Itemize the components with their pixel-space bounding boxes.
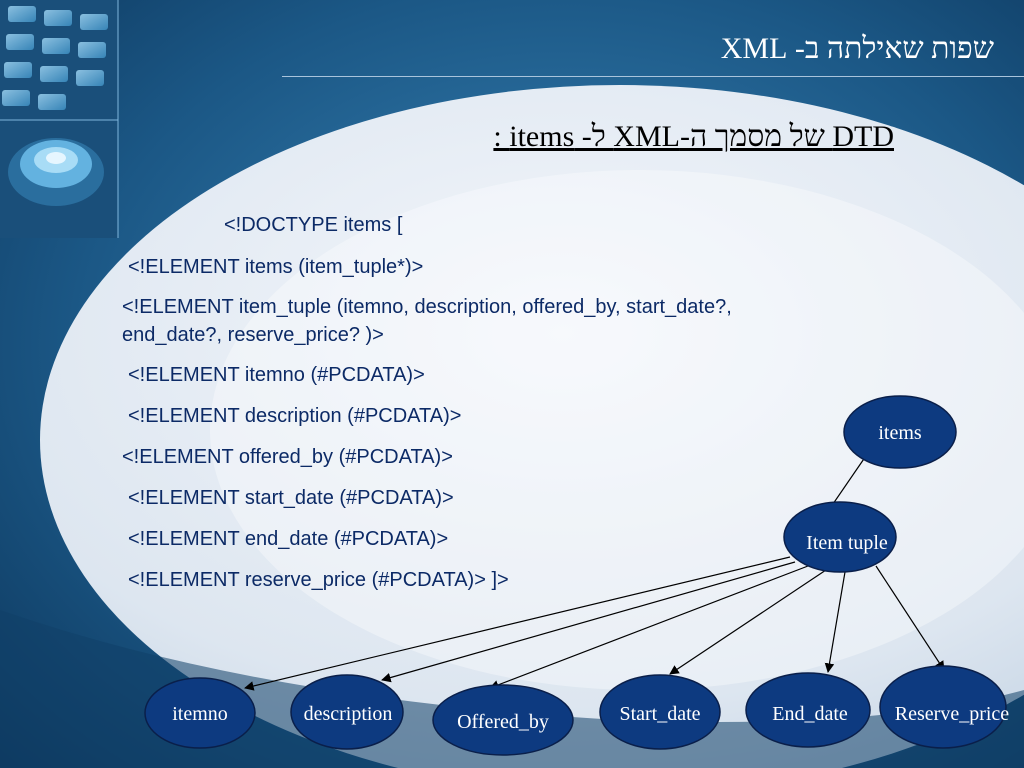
node-label: Start_date [619,703,700,725]
tree-node-itemno: itemno [144,677,256,749]
title-divider [282,76,1024,77]
tree-node-reserve-price: Reserve_price [879,665,1010,749]
dtd-line: <!ELEMENT offered_by (#PCDATA)> [122,446,453,468]
edge-tuple-to-description [381,561,796,683]
edge-tuple-to-start-date [669,569,827,675]
node-label: Item tuple [806,532,888,554]
node-label: description [304,703,393,725]
tree-node-description: description [290,674,404,750]
node-label: End_date [772,703,848,725]
tree-node-item-tuple: Item tuple [783,501,897,573]
edge-tuple-to-offered-by [489,565,809,690]
edge-tuple-to-reserve-price [875,565,945,671]
node-label: items [878,422,922,444]
slide-subtitle: DTD של מסמך ה-XML ל- items : [493,120,894,153]
dtd-line: <!ELEMENT item_tuple (itemno, descriptio… [122,296,732,318]
edge-tuple-to-itemno [244,556,791,691]
node-label: Reserve_price [895,703,1010,725]
dtd-line: <!ELEMENT reserve_price (#PCDATA)> ]> [128,569,509,591]
tree-node-end-date: End_date [745,672,871,748]
tree-node-offered-by: Offered_by [432,684,574,756]
slide-title: שפות שאילתה ב- XML [720,32,994,65]
tree-node-items: items [843,395,957,469]
node-label: itemno [172,703,228,725]
dtd-line: <!ELEMENT start_date (#PCDATA)> [128,487,454,509]
dtd-line: <!DOCTYPE items [ [224,214,403,236]
dtd-line: <!ELEMENT description (#PCDATA)> [128,405,462,427]
dtd-line: <!ELEMENT itemno (#PCDATA)> [128,364,425,386]
knob-decoration-icon [8,138,104,206]
dtd-line: <!ELEMENT items (item_tuple*)> [128,256,424,278]
dtd-line: end_date?, reserve_price? )> [122,324,384,346]
edge-tuple-to-end-date [824,571,846,673]
node-label: Offered_by [457,711,549,733]
tree-node-start-date: Start_date [599,674,721,750]
dtd-line: <!ELEMENT end_date (#PCDATA)> [128,528,449,550]
